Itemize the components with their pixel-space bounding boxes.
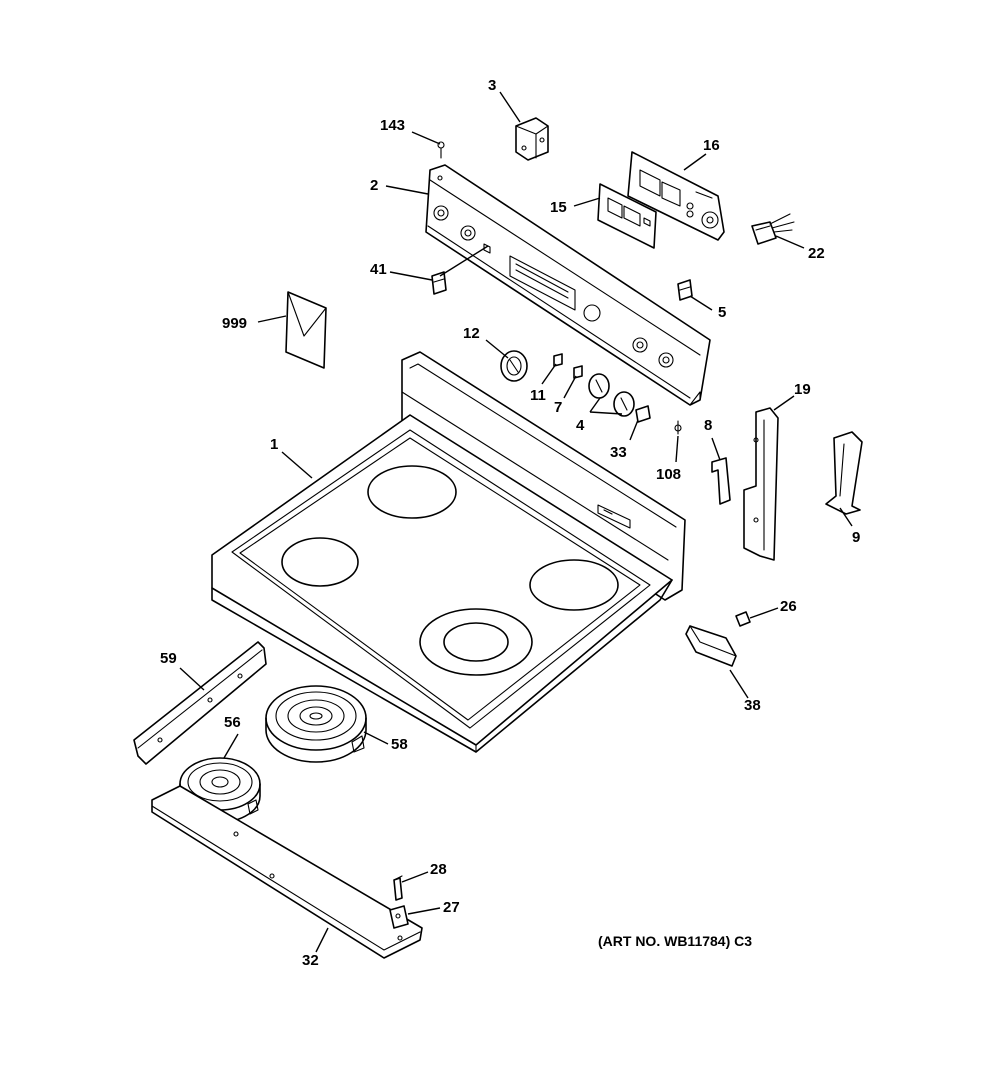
callout-2: 2 bbox=[370, 177, 379, 194]
part-26-nut bbox=[735, 611, 751, 627]
part-41-switch bbox=[431, 271, 447, 295]
part-3-bracket bbox=[515, 117, 549, 161]
leader-lines bbox=[179, 91, 853, 953]
part-59-channel bbox=[133, 641, 267, 765]
callout-143: 143 bbox=[380, 117, 406, 134]
callout-1: 1 bbox=[270, 436, 279, 453]
part-999-envelope bbox=[285, 291, 327, 369]
part-15-overlay bbox=[597, 183, 657, 249]
part-1-cooktop bbox=[211, 351, 686, 753]
part-58-surface-unit-large bbox=[265, 685, 367, 763]
callout-26: 26 bbox=[780, 598, 797, 615]
callout-5: 5 bbox=[718, 304, 727, 321]
callout-11: 11 bbox=[530, 387, 546, 404]
callout-41: 41 bbox=[370, 261, 387, 278]
part-32-bracket bbox=[151, 785, 423, 959]
part-108-screw bbox=[674, 420, 682, 435]
callout-19: 19 bbox=[794, 381, 811, 398]
callout-4: 4 bbox=[576, 417, 585, 434]
callout-12: 12 bbox=[463, 325, 480, 342]
part-11-insert bbox=[553, 353, 563, 367]
callout-59: 59 bbox=[160, 650, 177, 667]
part-19-side-trim bbox=[743, 407, 779, 561]
part-28-bolt bbox=[393, 875, 403, 901]
part-16-control-board bbox=[627, 151, 725, 241]
part-4-knobs bbox=[588, 373, 635, 417]
callout-9: 9 bbox=[852, 529, 861, 546]
callout-28: 28 bbox=[430, 861, 447, 878]
callout-56: 56 bbox=[224, 714, 241, 731]
part-12-knob bbox=[500, 350, 528, 382]
callout-16: 16 bbox=[703, 137, 720, 154]
art-number: (ART NO. WB11784) C3 bbox=[598, 933, 753, 949]
callout-7: 7 bbox=[554, 399, 563, 416]
callout-8: 8 bbox=[704, 417, 713, 434]
callout-999: 999 bbox=[222, 315, 248, 332]
callout-32: 32 bbox=[302, 952, 319, 969]
part-7-insert bbox=[573, 365, 583, 379]
part-5-switch bbox=[677, 279, 693, 301]
part-38-cover bbox=[685, 625, 737, 667]
part-33-clip bbox=[635, 405, 651, 423]
part-9-end-cap bbox=[825, 431, 863, 515]
callout-33: 33 bbox=[610, 444, 627, 461]
callout-3: 3 bbox=[488, 77, 497, 94]
part-22-harness bbox=[751, 213, 795, 245]
part-143-screw bbox=[437, 141, 445, 159]
part-27-terminal bbox=[389, 905, 409, 929]
callout-15: 15 bbox=[550, 199, 567, 216]
part-8-bracket bbox=[711, 457, 731, 505]
callout-58: 58 bbox=[391, 736, 408, 753]
callout-22: 22 bbox=[808, 245, 825, 262]
callout-38: 38 bbox=[744, 697, 761, 714]
callout-108: 108 bbox=[656, 466, 682, 483]
part-2-control-panel bbox=[425, 164, 711, 406]
callout-27: 27 bbox=[443, 899, 460, 916]
